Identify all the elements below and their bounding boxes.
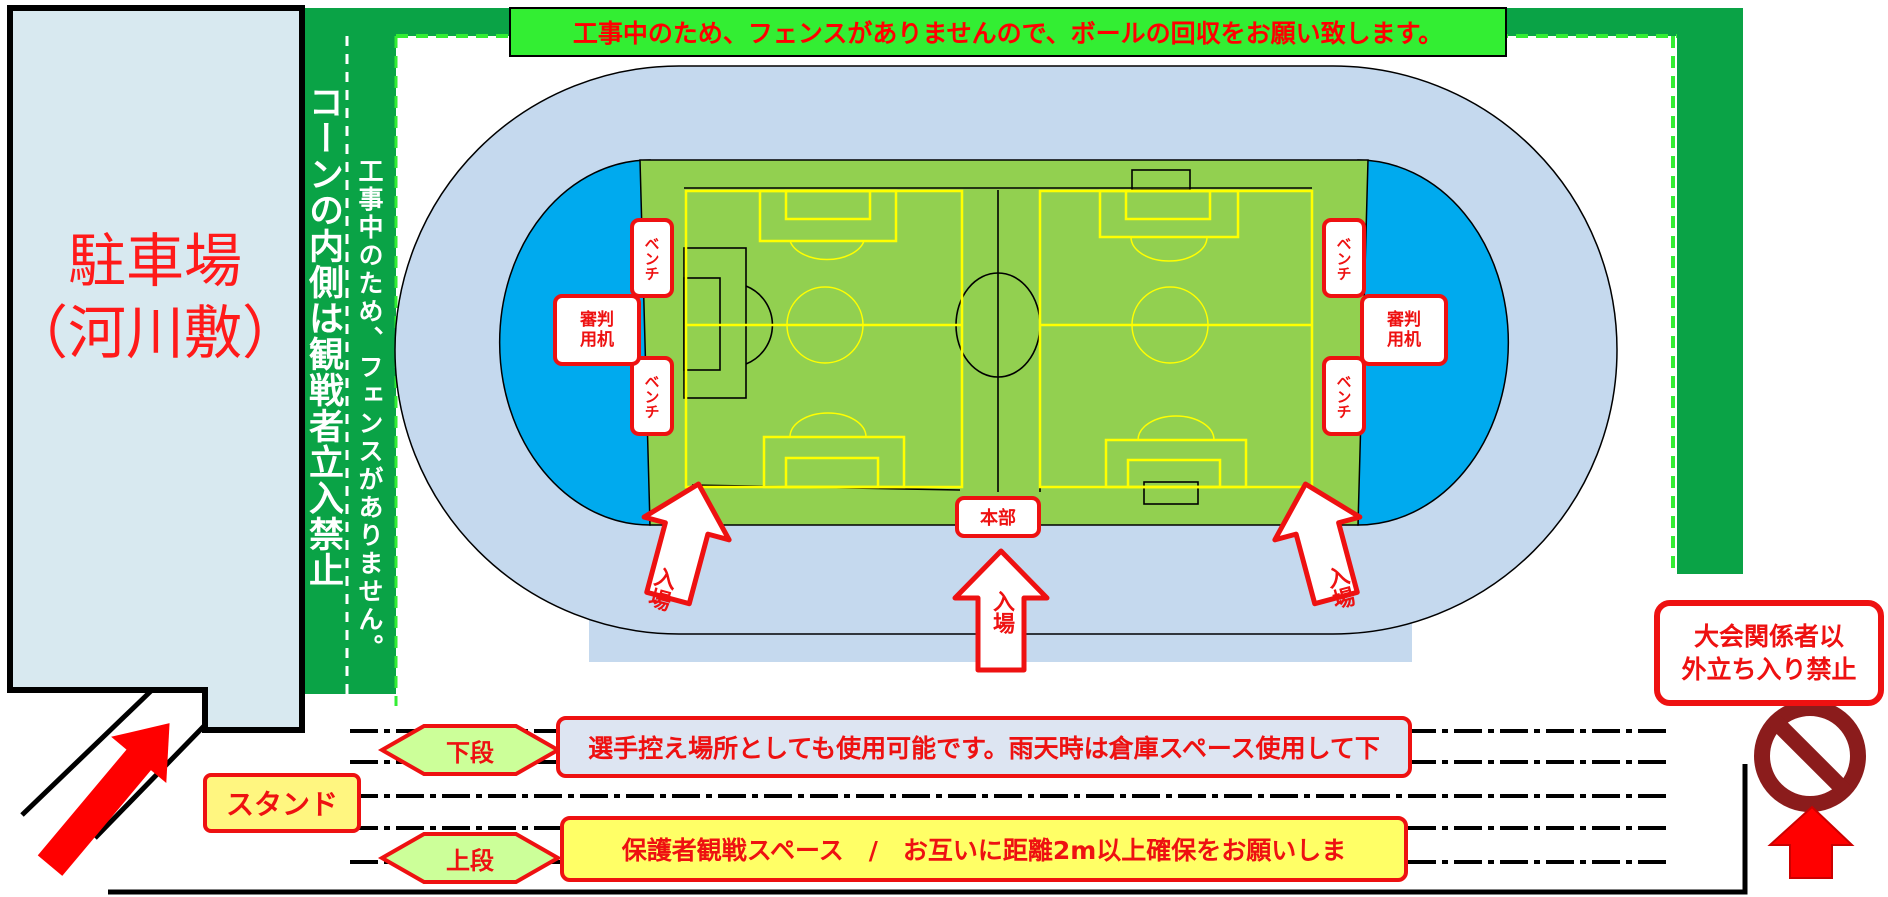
no-entry-notice: 大会関係者以外立ち入り禁止 (1654, 600, 1884, 706)
hq-label: 本部 (980, 508, 1016, 529)
no-entry-icon (1754, 700, 1866, 812)
parking-area (7, 5, 305, 733)
lower-tier-message: 選手控え場所としても使用可能です。雨天時は倉庫スペース使用して下 (556, 716, 1412, 778)
entrance-label-center: 入場 (989, 590, 1014, 634)
bench-left-bottom: ベンチ (630, 356, 674, 436)
lower-tier-label: 下段 (446, 738, 494, 767)
referee-desk-right: 審判用机 (1360, 294, 1448, 366)
referee-label: 用机 (580, 330, 614, 350)
bench-right-top: ベンチ (1322, 218, 1366, 298)
upper-tier-text: 保護者観戦スペース / お互いに距離2m以上確保をお願いしま (621, 836, 1347, 865)
bench-left-top: ベンチ (630, 218, 674, 298)
parking-subtitle: （河川敷） (10, 299, 301, 367)
lower-tier-text: 選手控え場所としても使用可能です。雨天時は倉庫スペース使用して下 (588, 734, 1380, 763)
stand-label: スタンド (203, 773, 361, 833)
cone-notice: コーンの内側は観戦者立入禁止 (303, 84, 343, 588)
upper-tier-message: 保護者観戦スペース / お互いに距離2m以上確保をお願いしま (560, 816, 1408, 882)
bench-label: ベンチ (1334, 235, 1353, 281)
pitch (639, 159, 1369, 526)
up-arrow-icon (1767, 805, 1855, 879)
no-entry-line: 大会関係者以 (1693, 622, 1844, 651)
top-notice: 工事中のため、フェンスがありませんので、ボールの回収をお願い致します。 (572, 19, 1444, 48)
top-notice-bg (509, 7, 1507, 57)
referee-label: 審判 (1387, 310, 1421, 330)
bench-right-bottom: ベンチ (1322, 356, 1366, 436)
construction-side-notice: 工事中のため、フェンスがありません。 (355, 158, 384, 662)
hq-box: 本部 (955, 496, 1041, 538)
referee-label: 審判 (580, 310, 614, 330)
upper-tier-label: 上段 (446, 846, 494, 875)
parking-title: 駐車場 (67, 227, 242, 295)
no-entry-line: 外立ち入り禁止 (1681, 655, 1857, 684)
bench-label: ベンチ (1334, 373, 1353, 419)
referee-label: 用机 (1387, 330, 1421, 350)
referee-desk-left: 審判用机 (553, 294, 641, 366)
entrance-arrow-icon (641, 481, 1363, 673)
parking-label: 駐車場 （河川敷） (10, 225, 300, 369)
bench-label: ベンチ (642, 373, 661, 419)
up-arrow-icon (37, 723, 170, 876)
bench-label: ベンチ (642, 235, 661, 281)
